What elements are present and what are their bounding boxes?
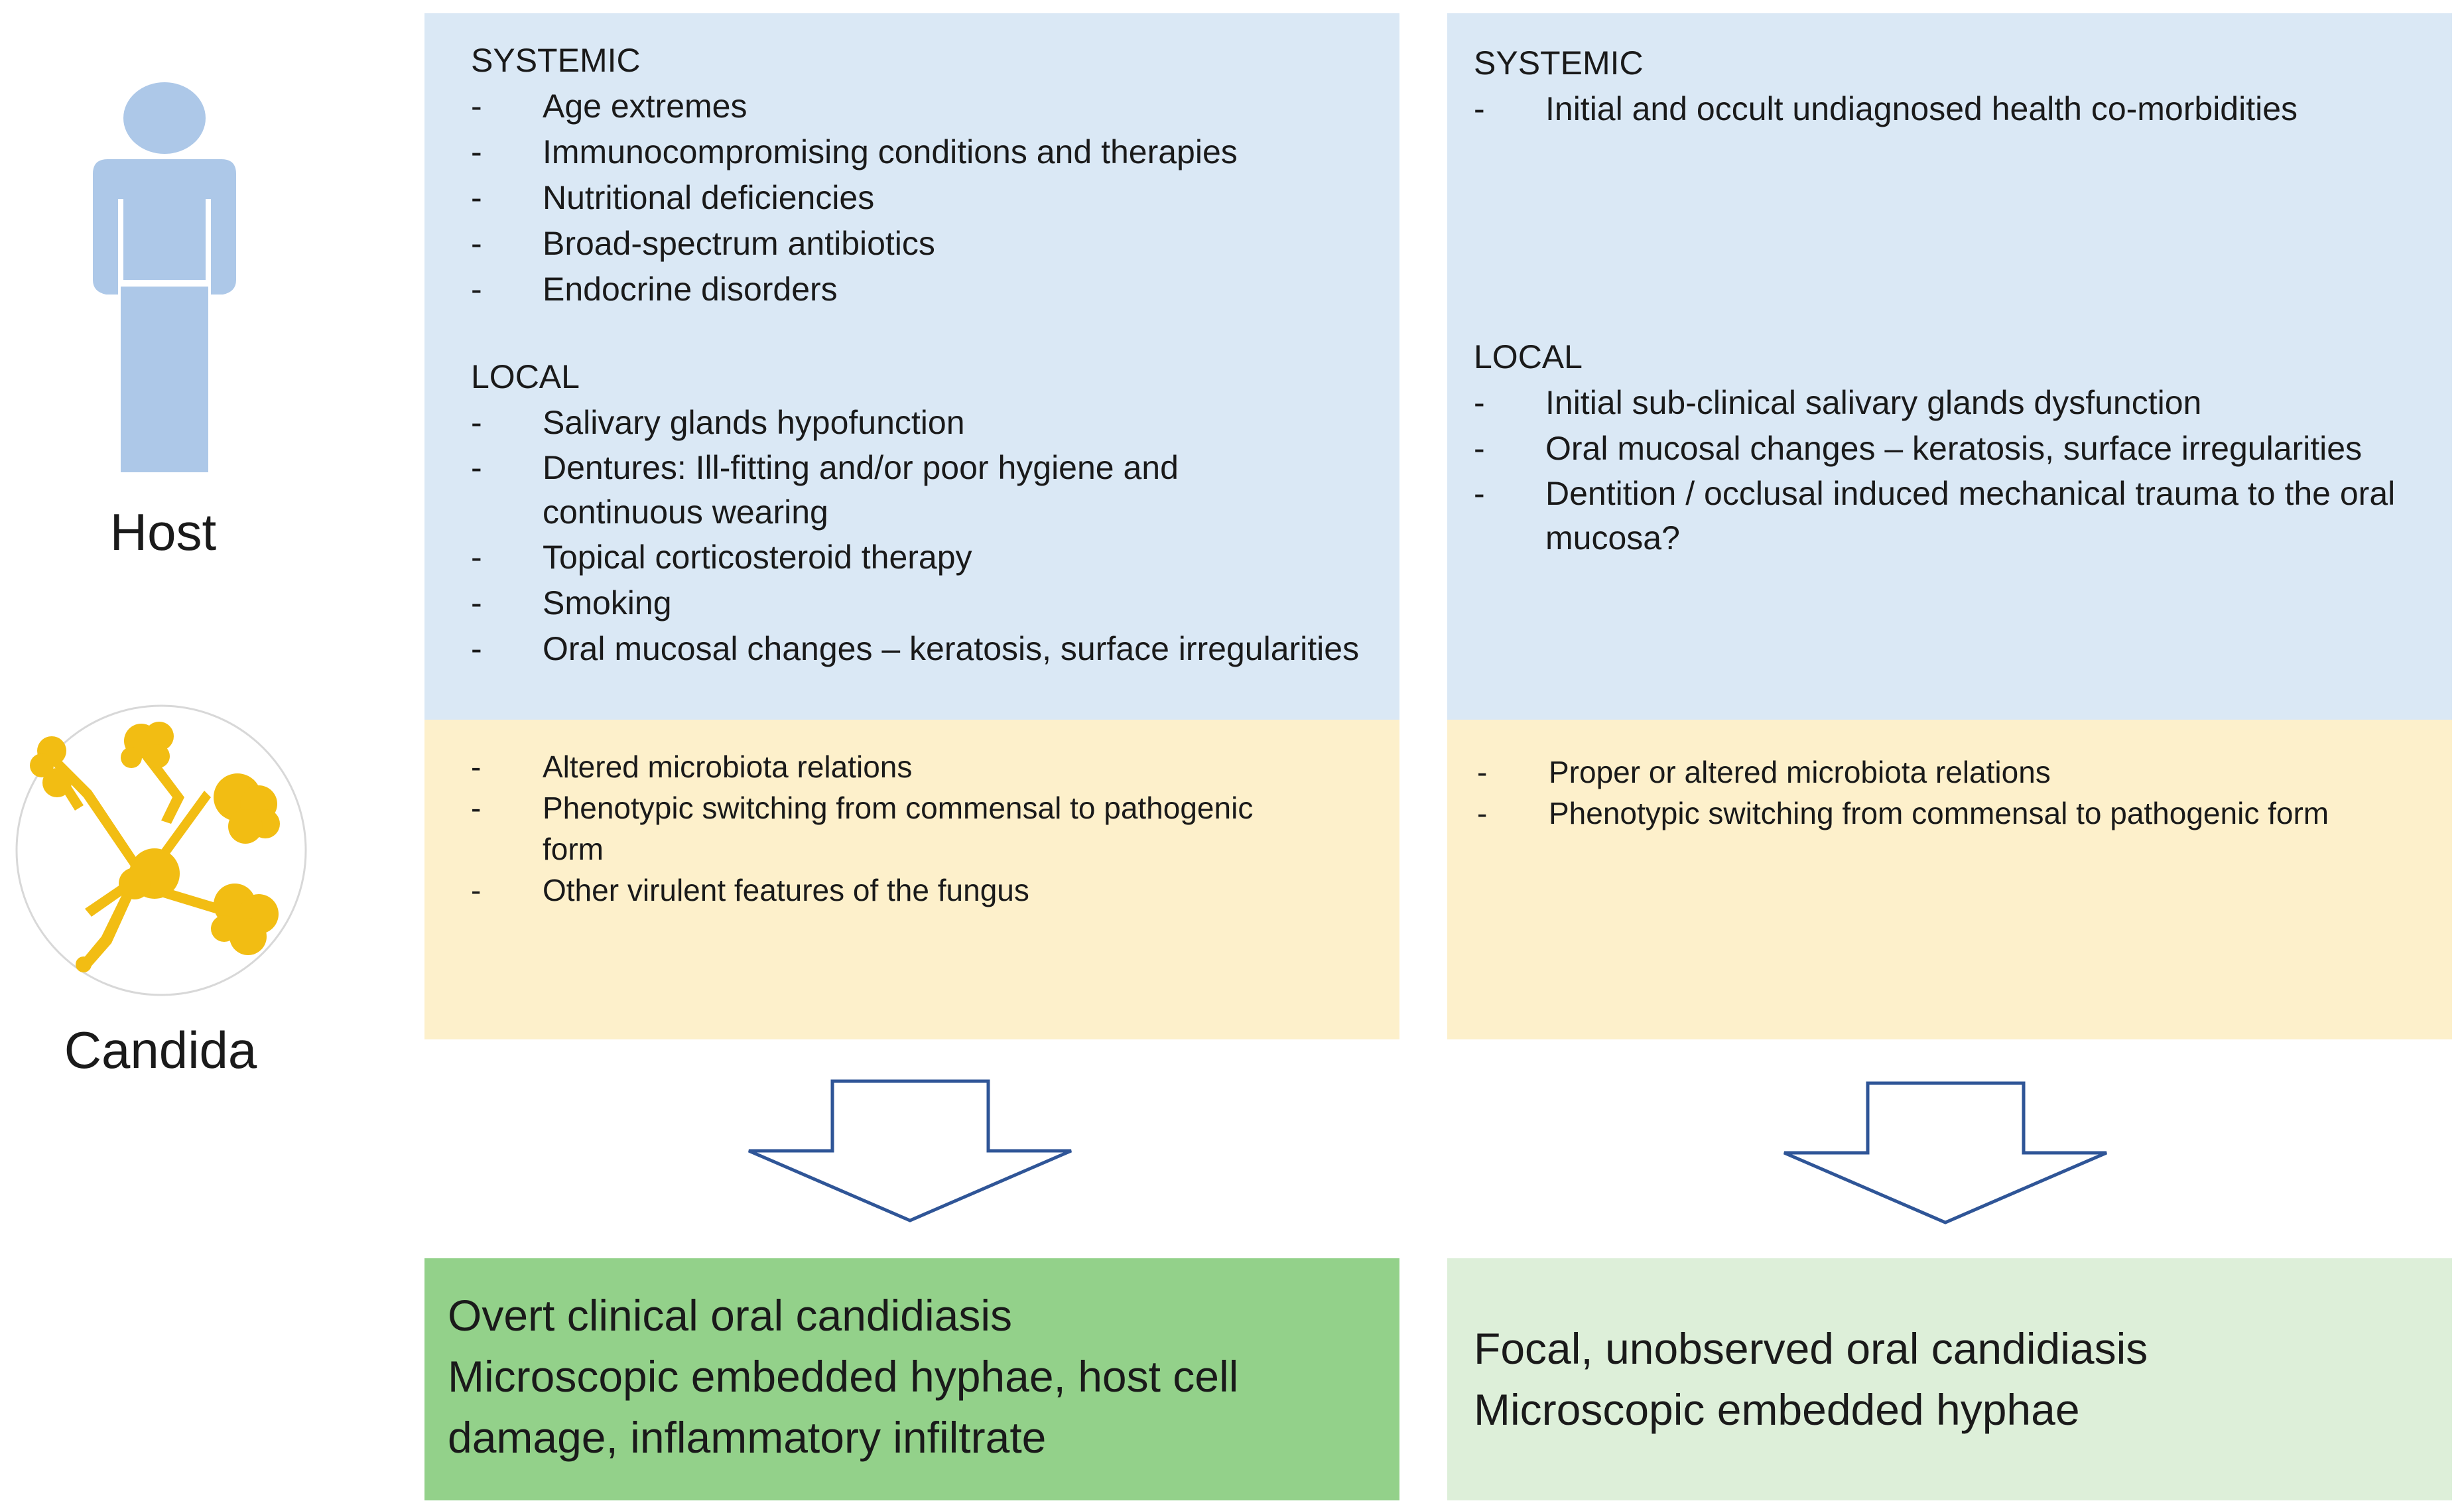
bullet-dash: -: [1474, 430, 1485, 467]
list-item: -Age extremes: [471, 84, 1399, 129]
outcome-box-focal: Focal, unobserved oral candidiasis Micro…: [1447, 1258, 2452, 1500]
bullet-dash: -: [471, 791, 482, 825]
bullet-dash: -: [471, 133, 482, 170]
outcome-box-overt: Overt clinical oral candidiasis Microsco…: [424, 1258, 1399, 1500]
systemic-list: -Age extremes -Immunocompromising condit…: [471, 84, 1399, 312]
local-heading: LOCAL: [471, 358, 580, 395]
down-arrow-icon: [748, 1079, 1072, 1222]
bullet-dash: -: [471, 750, 482, 784]
bullet-dash: -: [471, 271, 482, 308]
systemic-heading: SYSTEMIC: [471, 42, 641, 79]
down-arrow-icon: [1783, 1081, 2107, 1224]
local-heading: LOCAL: [1474, 338, 1583, 375]
host-factors-box-1: SYSTEMIC -Age extremes -Immunocompromisi…: [424, 13, 1399, 720]
list-item: -Smoking: [471, 580, 1346, 626]
list-item: -Broad-spectrum antibiotics: [471, 221, 1399, 267]
candida-factors-box-1: -Altered microbiota relations -Phenotypi…: [424, 720, 1399, 1039]
systemic-heading: SYSTEMIC: [1474, 44, 1644, 82]
bullet-dash: -: [1474, 475, 1485, 512]
person-icon: [93, 82, 236, 472]
list-item: -Immunocompromising conditions and thera…: [471, 129, 1399, 175]
outcome-title: Focal, unobserved oral candidiasis: [1474, 1324, 2148, 1373]
bullet-dash: -: [1474, 90, 1485, 127]
candida-fungus-icon: [15, 704, 307, 996]
outcome-detail: Microscopic embedded hyphae, host cell d…: [448, 1352, 1239, 1462]
bullet-dash: -: [1477, 796, 1488, 830]
list-item: -Phenotypic switching from commensal to …: [471, 787, 1312, 870]
bullet-dash: -: [471, 539, 482, 576]
list-item: -Dentition / occlusal induced mechanical…: [1474, 472, 2429, 560]
host-label: Host: [109, 503, 217, 561]
list-item: -Oral mucosal changes – keratosis, surfa…: [1474, 426, 2429, 472]
bullet-dash: -: [471, 225, 482, 262]
list-item: -Endocrine disorders: [471, 267, 1399, 312]
list-item: -Altered microbiota relations: [471, 746, 1399, 787]
list-item: -Oral mucosal changes – keratosis, surfa…: [471, 626, 1359, 672]
local-list: -Salivary glands hypofunction -Dentures:…: [471, 400, 1359, 672]
list-item: -Topical corticosteroid therapy: [471, 535, 1346, 580]
list-item: -Phenotypic switching from commensal to …: [1477, 793, 2338, 834]
list-item: -Nutritional deficiencies: [471, 175, 1399, 221]
list-item: -Other virulent features of the fungus: [471, 870, 1399, 911]
bullet-dash: -: [471, 584, 482, 622]
outcome-title: Overt clinical oral candidiasis: [448, 1291, 1013, 1340]
bullet-dash: -: [1474, 384, 1485, 421]
bullet-dash: -: [471, 179, 482, 216]
bullet-dash: -: [1477, 755, 1488, 789]
bullet-dash: -: [471, 630, 482, 667]
bullet-dash: -: [471, 449, 482, 486]
systemic-list: -Initial and occult undiagnosed health c…: [1474, 86, 2452, 132]
bullet-dash: -: [471, 873, 482, 907]
bullet-dash: -: [471, 404, 482, 441]
list-item: -Salivary glands hypofunction: [471, 400, 1346, 446]
bullet-dash: -: [471, 88, 482, 125]
list-item: -Initial sub-clinical salivary glands dy…: [1474, 380, 2429, 426]
host-factors-box-2: SYSTEMIC -Initial and occult undiagnosed…: [1447, 13, 2452, 720]
list-item: -Dentures: Ill-fitting and/or poor hygie…: [471, 446, 1346, 535]
local-list: -Initial sub-clinical salivary glands dy…: [1474, 380, 2429, 560]
list-item: -Proper or altered microbiota relations: [1477, 752, 2452, 793]
outcome-detail: Microscopic embedded hyphae: [1474, 1385, 2080, 1434]
candida-factors-box-2: -Proper or altered microbiota relations …: [1447, 720, 2452, 1039]
candida-label: Candida: [64, 1021, 257, 1079]
list-item: -Initial and occult undiagnosed health c…: [1474, 86, 2452, 132]
